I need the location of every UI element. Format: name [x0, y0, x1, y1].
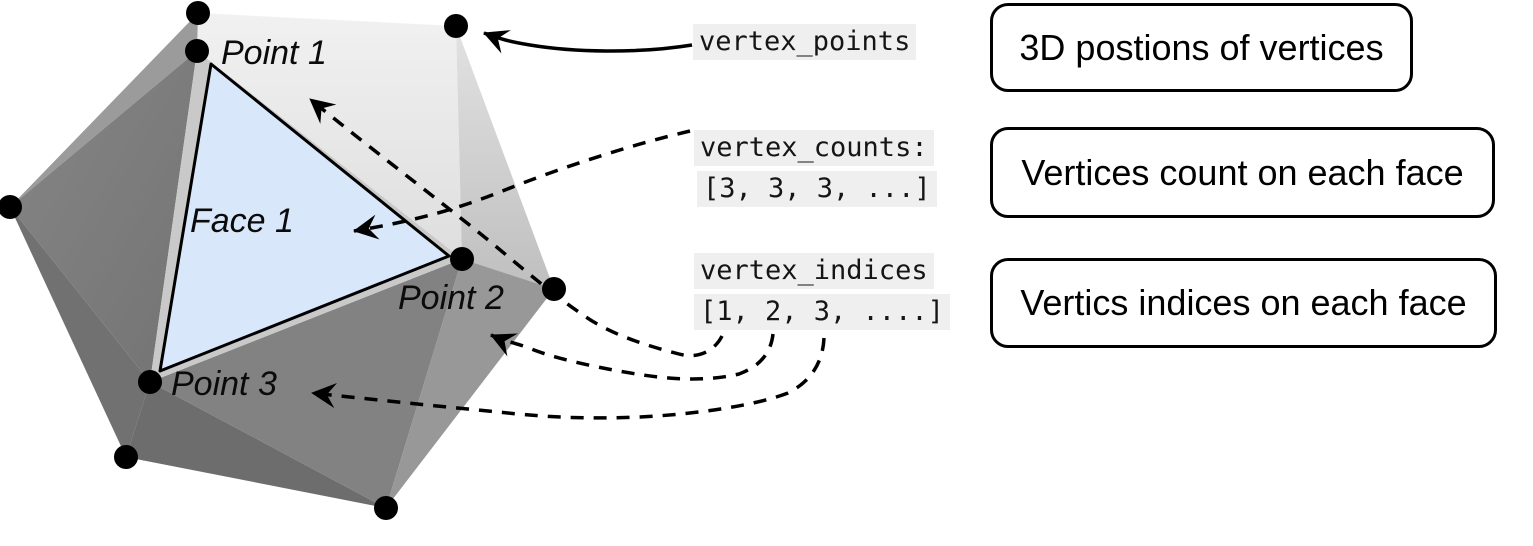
mesh-face-bottom	[126, 382, 386, 508]
arrow-index1-to-point1	[308, 97, 724, 358]
label-point3: Point 3	[171, 365, 277, 403]
vertex-dot-point2	[450, 247, 474, 271]
mesh-face-front	[150, 259, 462, 508]
mesh-face-right	[456, 26, 554, 289]
arrows	[308, 30, 826, 420]
code-vertex-counts-values: [3, 3, 3, ...]	[697, 171, 937, 207]
box-vertex-points-description: 3D postions of vertices	[990, 3, 1413, 92]
mesh-face-bottom-right	[386, 259, 554, 508]
mesh-face-top	[197, 13, 462, 259]
vertex-dots	[0, 1, 566, 520]
box-vertex-counts-text: Vertices count on each face	[1021, 151, 1464, 193]
vertex-dot	[186, 1, 210, 25]
box-vertex-indices-text: Vertics indices on each face	[1020, 282, 1467, 323]
box-vertex-counts-description: Vertices count on each face	[990, 127, 1495, 218]
code-vertex-points: vertex_points	[693, 24, 917, 60]
vertex-dot-point3	[138, 370, 162, 394]
code-vertex-indices-values: [1, 2, 3, ....]	[694, 294, 950, 330]
arrow-index3-to-point3	[311, 337, 826, 420]
label-point1: Point 1	[221, 34, 327, 72]
mesh-face-left-lower	[10, 207, 150, 457]
code-vertex-indices: vertex_indices	[694, 253, 934, 289]
vertex-dot-bottom	[374, 496, 398, 520]
polyhedron	[10, 13, 554, 508]
vertex-dot-point1	[185, 39, 209, 63]
vertex-dot-bottom-left	[114, 445, 138, 469]
vertex-dot-top-right	[444, 14, 468, 38]
box-vertex-points-text: 3D postions of vertices	[1019, 26, 1384, 68]
mesh-face-highlighted	[158, 62, 451, 373]
vertex-dot-right	[542, 277, 566, 301]
label-point2: Point 2	[398, 279, 504, 317]
code-vertex-counts: vertex_counts:	[694, 130, 934, 166]
arrow-vertex-points	[483, 30, 693, 54]
vertex-dot-left	[0, 195, 22, 219]
mesh-face-sliver	[10, 13, 198, 207]
label-face1: Face 1	[190, 202, 294, 240]
box-vertex-indices-description: Vertics indices on each face	[990, 258, 1497, 348]
arrow-vertex-counts-to-face1	[353, 129, 691, 240]
mesh-face-left	[10, 51, 197, 382]
